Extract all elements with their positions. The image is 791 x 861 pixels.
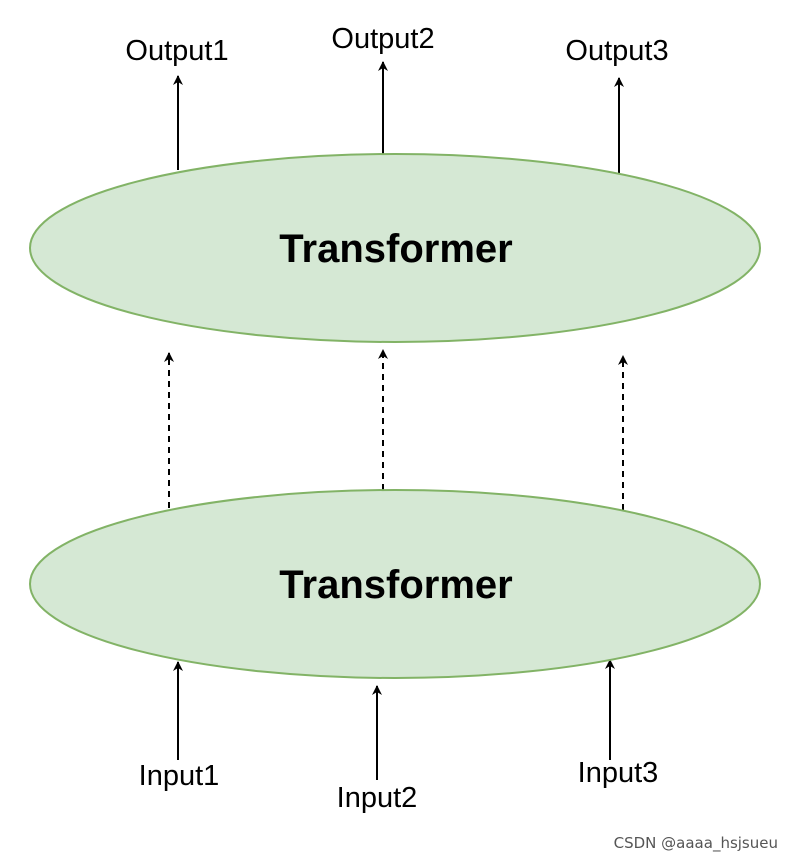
bottom-transformer-block: Transformer bbox=[29, 489, 761, 679]
top-transformer-block: Transformer bbox=[29, 153, 761, 343]
output1-label: Output1 bbox=[125, 35, 228, 67]
bottom-transformer-ellipse bbox=[29, 489, 761, 679]
input3-label: Input3 bbox=[578, 757, 659, 789]
output2-label: Output2 bbox=[331, 23, 434, 55]
input2-label: Input2 bbox=[337, 782, 418, 814]
top-transformer-ellipse bbox=[29, 153, 761, 343]
top-transformer-label: Transformer bbox=[279, 227, 512, 271]
watermark-text: CSDN @aaaa_hsjsueu bbox=[614, 834, 778, 853]
input1-label: Input1 bbox=[139, 760, 220, 792]
bottom-transformer-label: Transformer bbox=[279, 563, 512, 607]
output3-label: Output3 bbox=[565, 35, 668, 67]
